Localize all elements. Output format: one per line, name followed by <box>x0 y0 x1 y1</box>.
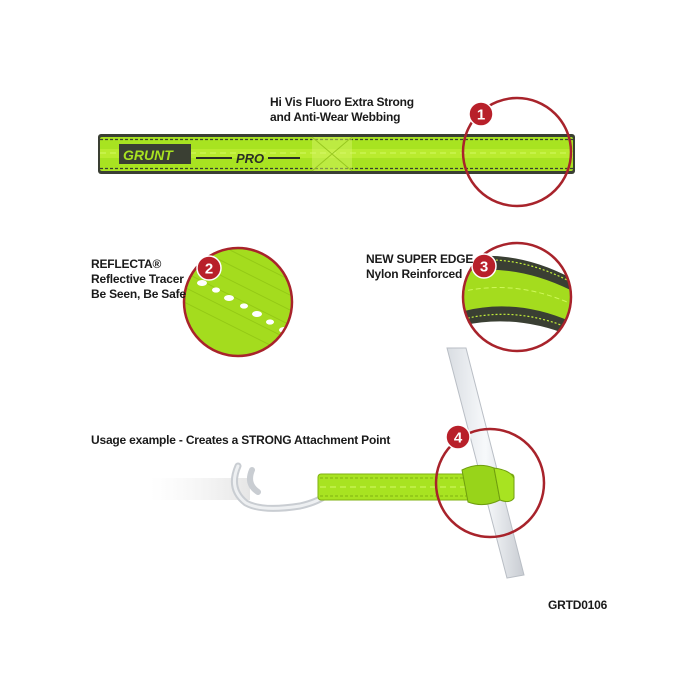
feature-3-line-2: Nylon Reinforced <box>366 267 463 281</box>
badge-3-number: 3 <box>480 259 488 276</box>
feature-2-label: REFLECTA® Reflective Tracer Be Seen, Be … <box>91 257 186 302</box>
feature-4-circle <box>434 427 546 539</box>
feature-1-label: Hi Vis Fluoro Extra Strong and Anti-Wear… <box>270 95 414 125</box>
badge-4-number: 4 <box>454 430 463 447</box>
feature-3-label: NEW SUPER EDGE Nylon Reinforced <box>366 252 473 282</box>
badge-2: 2 <box>196 255 222 281</box>
badge-3: 3 <box>471 253 497 279</box>
feature-1-line-2: and Anti-Wear Webbing <box>270 110 401 124</box>
feature-2-circle <box>182 246 294 358</box>
feature-2-line-1: REFLECTA® <box>91 257 162 271</box>
strap-brand: GRUNT <box>123 147 174 163</box>
badge-1: 1 <box>468 101 494 127</box>
feature-4-line-1: Usage example - Creates a STRONG Attachm… <box>91 433 391 447</box>
feature-2-line-3: Be Seen, Be Safe <box>91 287 186 301</box>
badge-1-number: 1 <box>477 107 485 124</box>
feature-1-circle <box>461 96 573 208</box>
feature-2-line-2: Reflective Tracer <box>91 272 184 286</box>
feature-1-line-1: Hi Vis Fluoro Extra Strong <box>270 95 414 109</box>
badge-2-number: 2 <box>205 261 213 278</box>
feature-4-label: Usage example - Creates a STRONG Attachm… <box>91 433 390 448</box>
feature-3-line-1: NEW SUPER EDGE <box>366 252 474 266</box>
usage-illustration <box>150 347 525 579</box>
strap-model: PRO <box>236 151 264 166</box>
badge-4: 4 <box>445 424 471 450</box>
product-code: GRTD0106 <box>548 598 608 612</box>
strap-main <box>98 134 575 174</box>
